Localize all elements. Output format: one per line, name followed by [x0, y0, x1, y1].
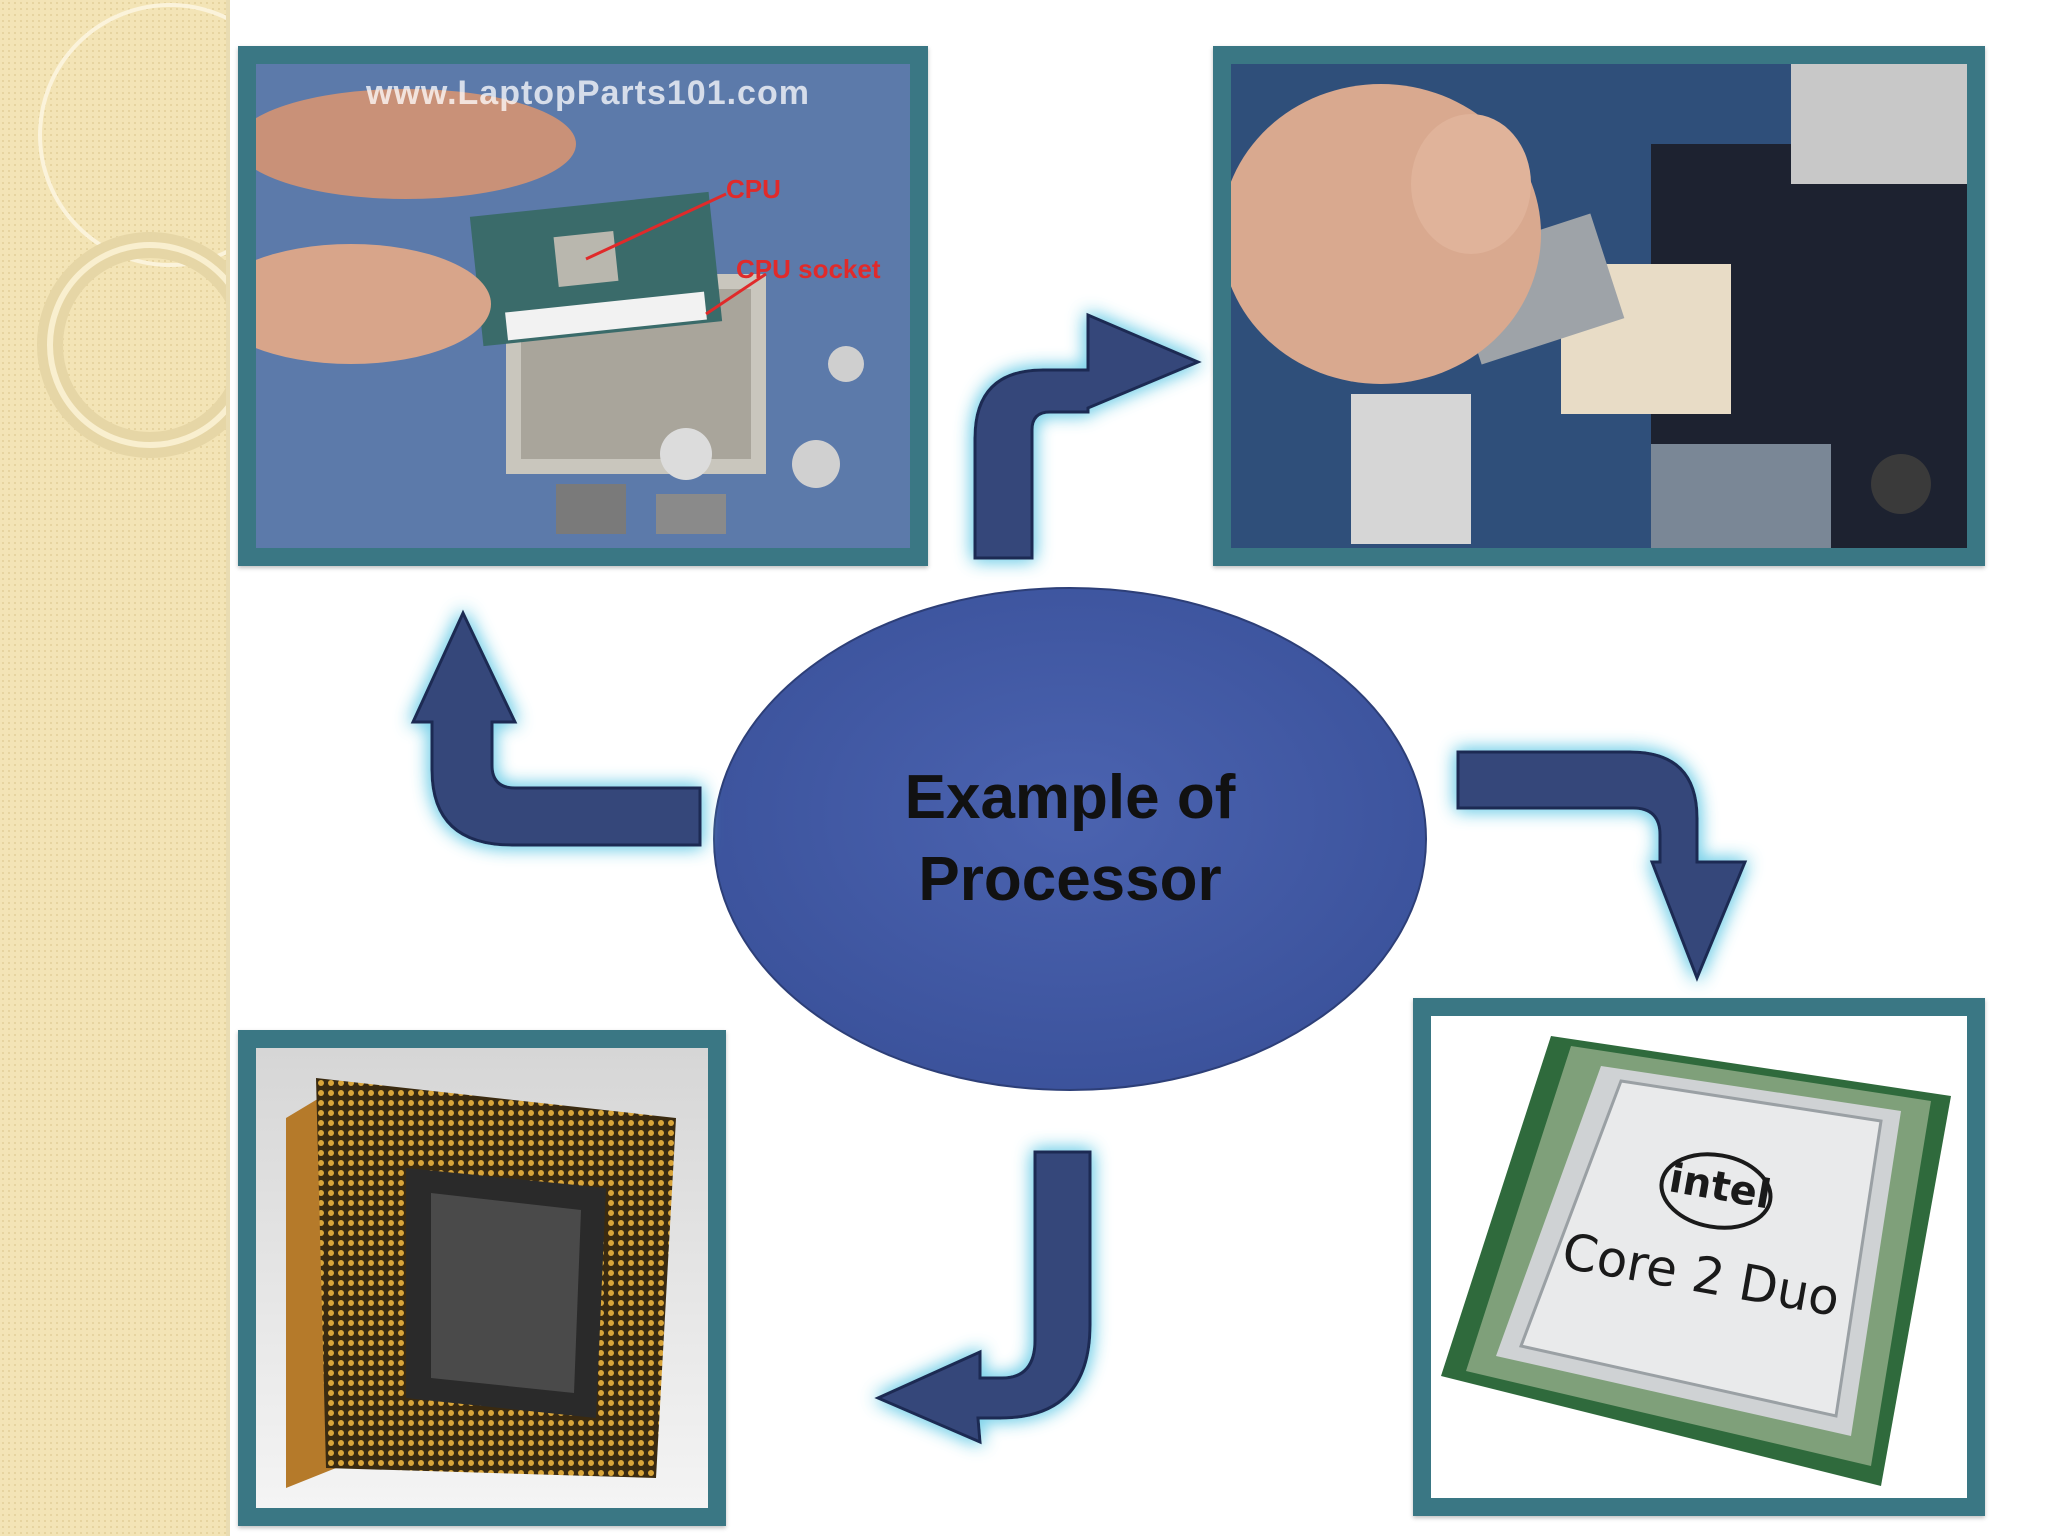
title-line-2: Processor: [918, 845, 1222, 914]
photo-cpu-socket: www.LaptopParts101.com CPU CPU socket: [238, 46, 928, 566]
cpu-label: CPU: [726, 174, 781, 204]
watermark-text: www.LaptopParts101.com: [366, 74, 810, 112]
cpu-socket-label: CPU socket: [736, 254, 881, 284]
photo-core2duo: intel Core 2 Duo: [1413, 998, 1985, 1516]
decorative-sidebar: [0, 0, 226, 1536]
cpu-socket-image: www.LaptopParts101.com CPU CPU socket: [256, 64, 910, 548]
core2duo-image: intel Core 2 Duo: [1431, 1016, 1967, 1498]
title-line-1: Example of: [904, 763, 1236, 832]
center-ellipse: [713, 587, 1427, 1091]
cpu-install-image: [1231, 64, 1967, 548]
sidebar-divider: [226, 0, 230, 1536]
slide-title: Example of Processor: [712, 586, 1428, 1092]
photo-pga-cpu: [238, 1030, 726, 1526]
photo-cpu-install: [1213, 46, 1985, 566]
sidebar-rings: [37, 3, 226, 458]
pga-cpu-image: [256, 1048, 708, 1508]
